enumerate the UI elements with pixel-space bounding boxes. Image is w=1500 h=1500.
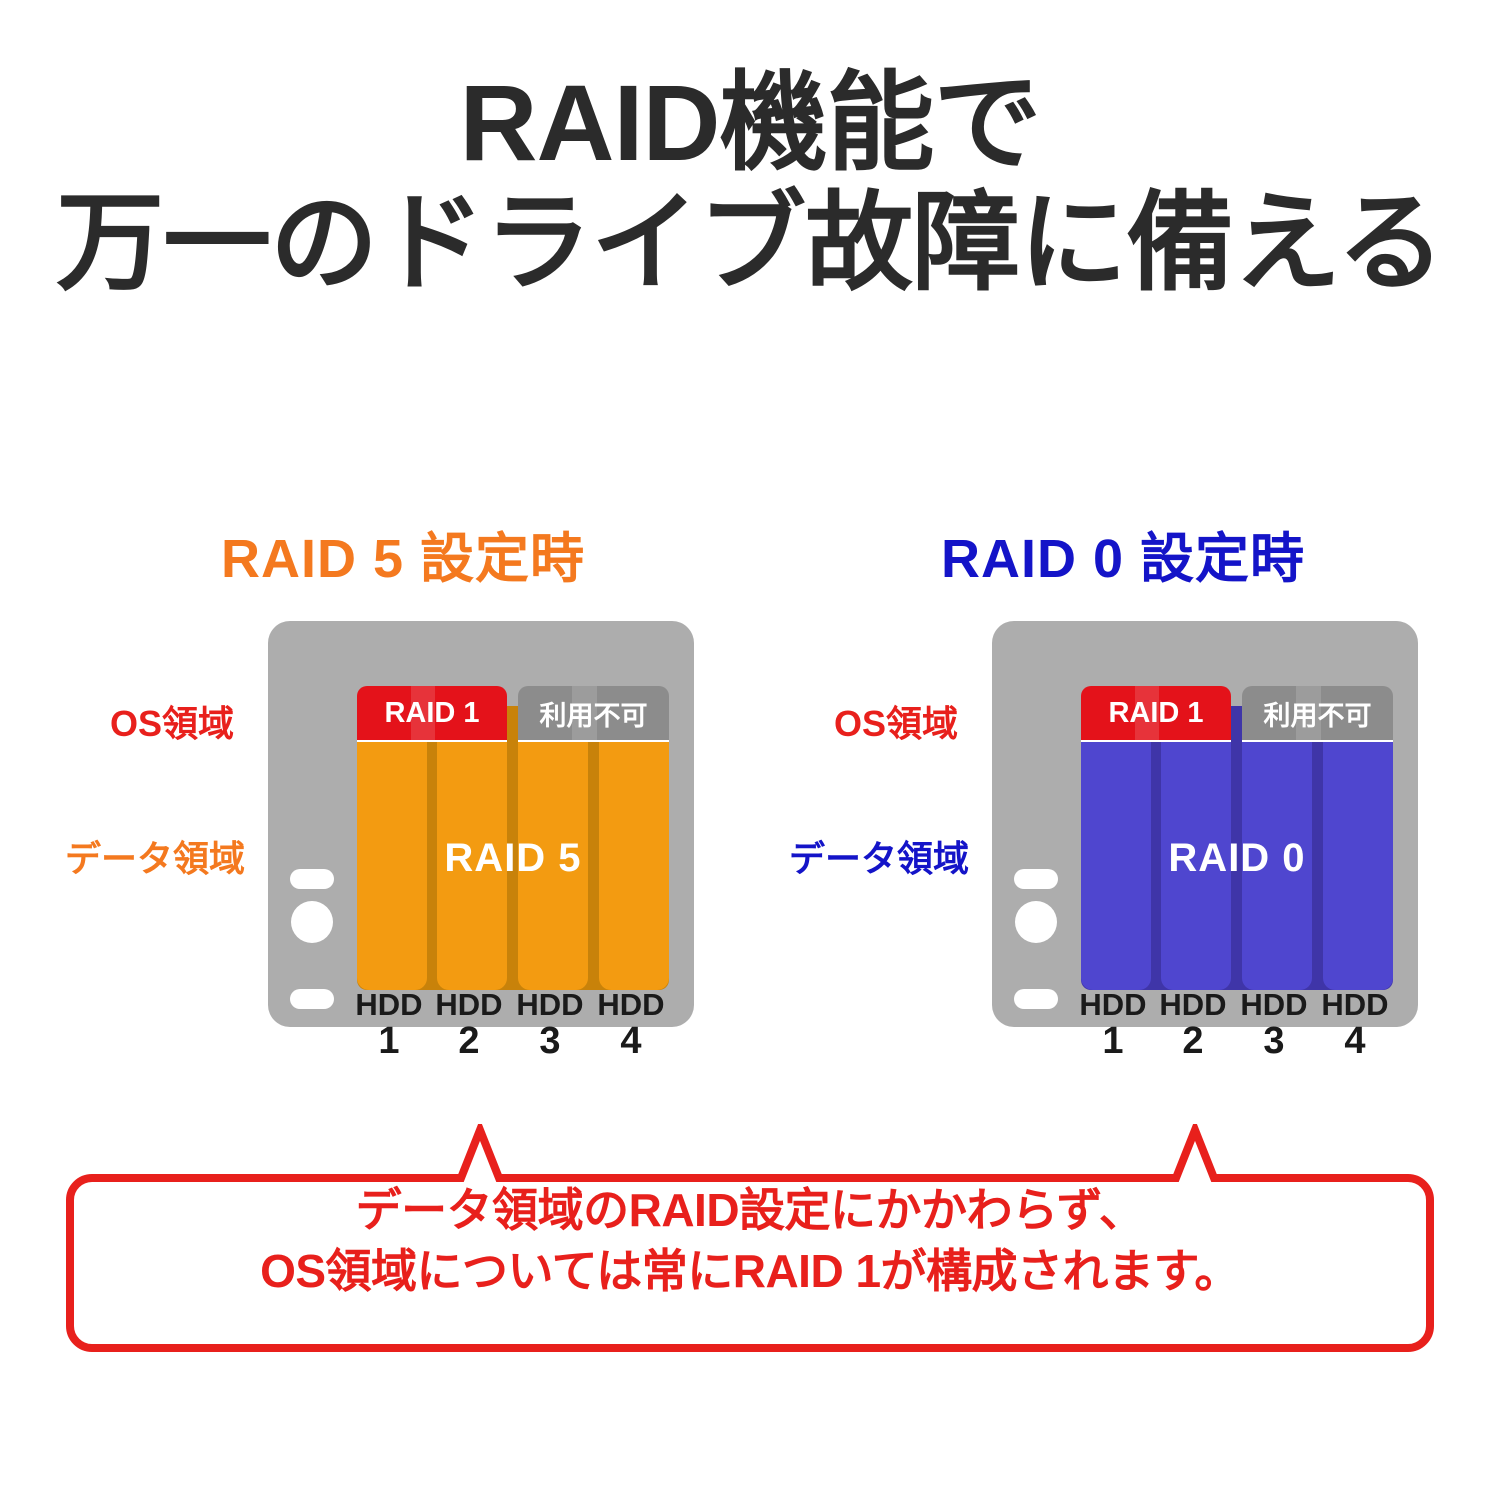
hdd-number: 2 xyxy=(1182,1020,1204,1062)
unavailable-band-raid5: 利用不可 xyxy=(518,686,669,740)
os-area-label-raid5: OS領域 xyxy=(109,703,234,744)
hdd-label-1: HDD 1 xyxy=(1073,989,1153,1062)
hdd-label-2: HDD 2 xyxy=(1153,989,1233,1062)
hdd-name: HDD xyxy=(1079,987,1147,1022)
raid-mode-label-raid0: RAID 0 xyxy=(1168,836,1306,880)
drive-body xyxy=(437,706,507,990)
page-title-line-1: RAID機能で xyxy=(459,62,1042,183)
os-band-raid1-raid5: RAID 1 xyxy=(357,686,507,740)
hdd-name: HDD xyxy=(1159,987,1227,1022)
drive-body xyxy=(1242,706,1312,990)
hdd-name: HDD xyxy=(435,987,503,1022)
drive-stack-raid0: RAID 1 利用不可 RAID 0 xyxy=(1081,686,1393,990)
power-button-icon[interactable] xyxy=(291,901,333,943)
drive-stack-raid5: RAID 1 利用不可 RAID 5 xyxy=(357,686,669,990)
os-band-label: RAID 1 xyxy=(1108,696,1204,729)
drive-body xyxy=(1161,706,1231,990)
hdd-number: 3 xyxy=(539,1020,561,1062)
hdd-number: 3 xyxy=(1263,1020,1285,1062)
callout-line-1: データ領域のRAID設定にかかわらず、 xyxy=(355,1184,1145,1236)
page-title: RAID機能で 万一のドライブ故障に備える xyxy=(0,62,1500,304)
drive-bay-4[interactable] xyxy=(599,686,669,990)
hdd-label-2: HDD 2 xyxy=(429,989,509,1062)
data-area-label-raid5: データ領域 xyxy=(64,838,245,879)
drive-bay-3[interactable] xyxy=(518,686,588,990)
drive-body xyxy=(357,706,427,990)
hdd-name: HDD xyxy=(597,987,665,1022)
hdd-number: 2 xyxy=(458,1020,480,1062)
chassis-indicators-raid0 xyxy=(1014,869,1058,1009)
hdd-label-4: HDD 4 xyxy=(591,989,671,1062)
hdd-name: HDD xyxy=(1240,987,1308,1022)
drive-body xyxy=(1323,706,1393,990)
drive-body xyxy=(1081,706,1151,990)
hdd-number: 4 xyxy=(1344,1020,1366,1062)
hdd-number: 1 xyxy=(1102,1020,1124,1062)
page-title-line-2: 万一のドライブ故障に備える xyxy=(56,182,1445,304)
hdd-name: HDD xyxy=(1321,987,1389,1022)
os-area-label-raid0: OS領域 xyxy=(833,703,958,744)
callout-text: データ領域のRAID設定にかかわらず、 OS領域については常にRAID 1が構成… xyxy=(66,1180,1434,1301)
os-band-raid1-raid0: RAID 1 xyxy=(1081,686,1231,740)
hdd-label-1: HDD 1 xyxy=(349,989,429,1062)
callout-line-2: OS領域については常にRAID 1が構成されます。 xyxy=(260,1244,1240,1297)
drive-bay-1[interactable] xyxy=(357,686,427,990)
hdd-label-4: HDD 4 xyxy=(1315,989,1395,1062)
status-pill-icon xyxy=(1014,869,1058,889)
chassis-indicators-raid5 xyxy=(290,869,334,1009)
hdd-number: 4 xyxy=(620,1020,642,1062)
nas-chassis-raid0: RAID 1 利用不可 RAID 0 HDD 1 HDD 2 HDD 3 xyxy=(992,621,1418,1061)
unavailable-band-label: 利用不可 xyxy=(539,700,648,731)
hdd-name: HDD xyxy=(355,987,423,1022)
os-band-label: RAID 1 xyxy=(384,696,480,729)
callout-box: データ領域のRAID設定にかかわらず、 OS領域については常にRAID 1が構成… xyxy=(66,1124,1434,1352)
hdd-label-3: HDD 3 xyxy=(510,989,590,1062)
power-button-icon[interactable] xyxy=(1015,901,1057,943)
status-pill-icon xyxy=(1014,989,1058,1009)
drive-bay-3[interactable] xyxy=(1242,686,1312,990)
panel-heading-raid0: RAID 0 設定時 xyxy=(940,529,1306,589)
unavailable-band-label: 利用不可 xyxy=(1263,700,1372,731)
drive-body xyxy=(518,706,588,990)
drive-bay-4[interactable] xyxy=(1323,686,1393,990)
unavailable-band-raid0: 利用不可 xyxy=(1242,686,1393,740)
panel-heading-raid5: RAID 5 設定時 xyxy=(220,529,586,589)
data-area-label-raid0: データ領域 xyxy=(788,838,969,879)
raid-mode-label-raid5: RAID 5 xyxy=(444,836,582,880)
drive-bay-1[interactable] xyxy=(1081,686,1151,990)
status-pill-icon xyxy=(290,869,334,889)
drive-bay-2[interactable] xyxy=(437,686,507,990)
nas-chassis-raid5: RAID 1 利用不可 RAID 5 HDD 1 HDD 2 HDD 3 xyxy=(268,621,694,1061)
drive-body xyxy=(599,706,669,990)
status-pill-icon xyxy=(290,989,334,1009)
hdd-number: 1 xyxy=(378,1020,400,1062)
hdd-name: HDD xyxy=(516,987,584,1022)
hdd-label-3: HDD 3 xyxy=(1234,989,1314,1062)
drive-bay-2[interactable] xyxy=(1161,686,1231,990)
callout-outline-shape xyxy=(66,1124,1434,1352)
